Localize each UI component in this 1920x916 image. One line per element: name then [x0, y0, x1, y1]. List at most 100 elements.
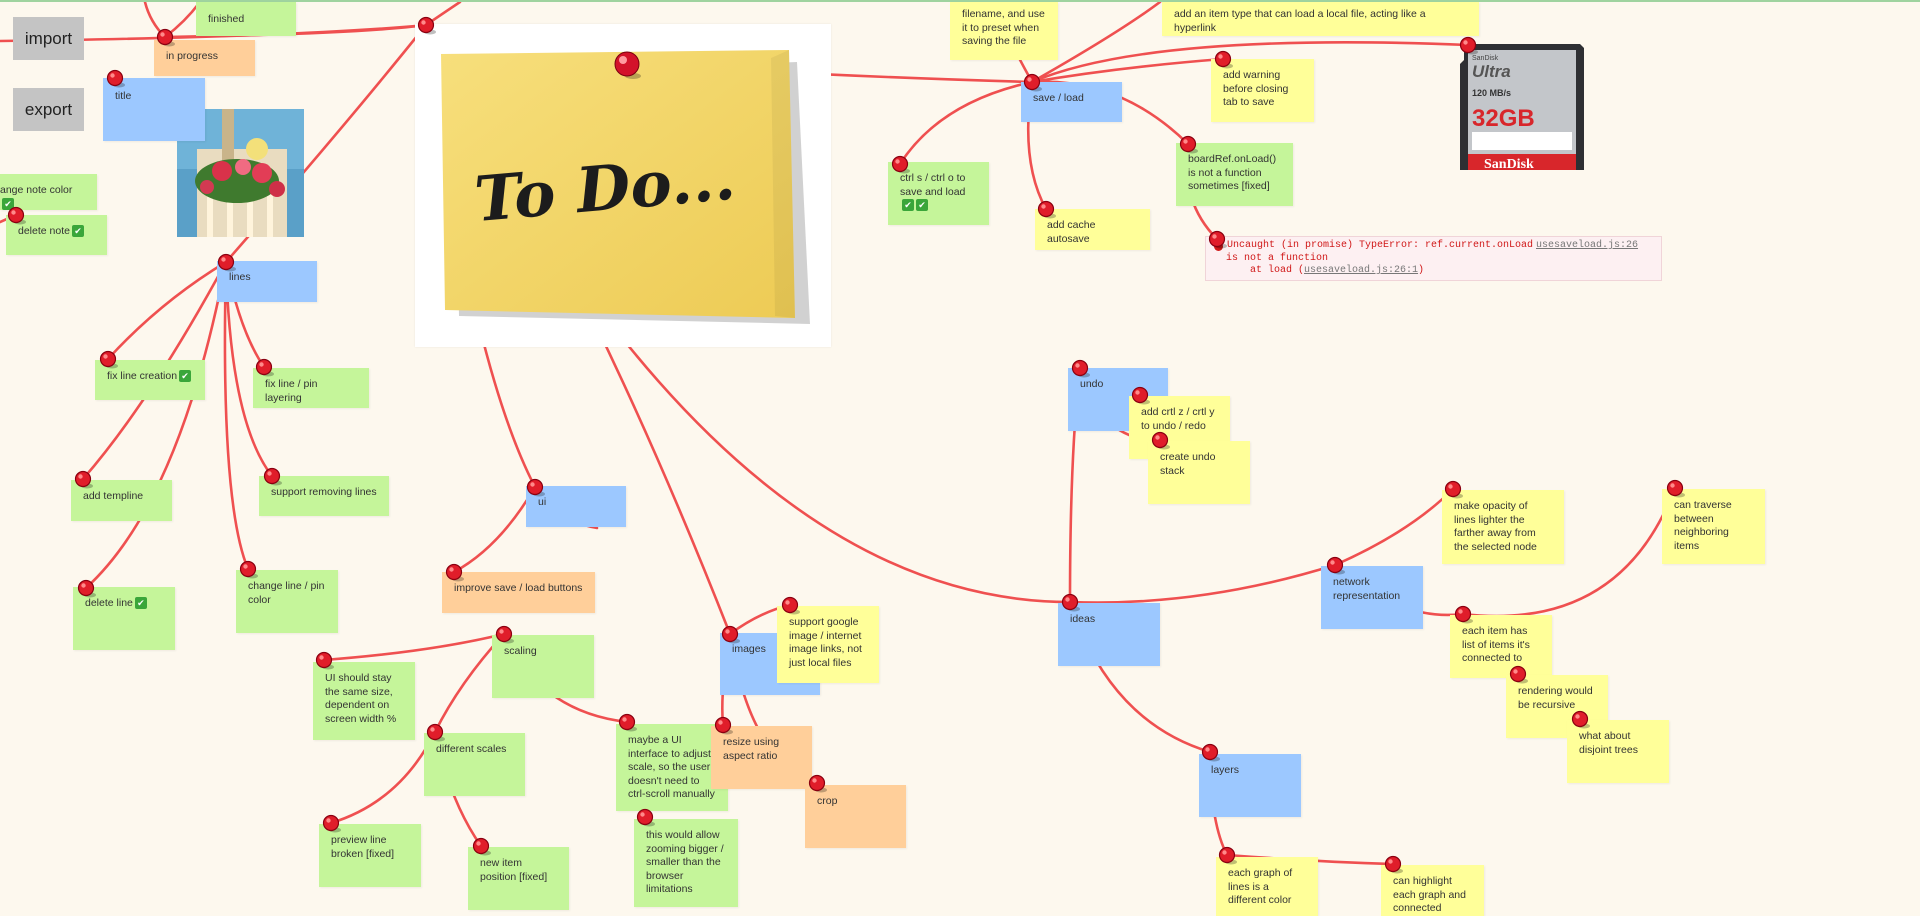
import-button[interactable]: import — [13, 17, 84, 60]
note-add-cache-autosave[interactable]: add cache autosave — [1035, 209, 1150, 250]
note-change-note-color[interactable]: ange note color — [0, 174, 97, 210]
note-text: different scales — [436, 743, 507, 755]
note-text: title — [115, 90, 132, 102]
note-rendering-recursive[interactable]: rendering would be recursive — [1506, 675, 1608, 738]
check-icon — [916, 199, 928, 212]
note-scaling[interactable]: scaling — [492, 635, 594, 698]
note-text: support google image / internet image li… — [789, 616, 862, 669]
note-text: make opacity of lines lighter the farthe… — [1454, 500, 1537, 553]
check-icon — [134, 597, 147, 610]
error-line-3: at load ( — [1214, 265, 1305, 276]
svg-text:32GB: 32GB — [1472, 105, 1535, 132]
todo-sticky-graphic: To Do... — [441, 50, 810, 324]
note-ctrl-s[interactable]: ctrl s / ctrl o to save and load — [888, 162, 989, 225]
note-improve-save-load-buttons[interactable]: improve save / load buttons — [442, 572, 595, 613]
note-text: create undo stack — [1160, 451, 1216, 477]
note-add-item-type[interactable]: add an item type that can load a local f… — [1162, 2, 1479, 36]
note-text: this would allow zooming bigger / smalle… — [646, 829, 724, 895]
todo-sticky-image[interactable]: To Do... — [415, 24, 831, 347]
note-text: rendering would be recursive — [1518, 685, 1593, 711]
note-add-warning[interactable]: add warning before closing tab to save — [1211, 59, 1314, 122]
note-text: scaling — [504, 645, 537, 657]
note-make-opacity[interactable]: make opacity of lines lighter the farthe… — [1442, 490, 1564, 564]
note-maybe-ui-interface[interactable]: maybe a UI interface to adjust scale, so… — [616, 724, 728, 811]
note-each-graph[interactable]: each graph of lines is a different color — [1216, 857, 1318, 916]
note-support-google-image[interactable]: support google image / internet image li… — [777, 606, 879, 683]
note-add-template[interactable]: add templine — [71, 480, 172, 521]
note-disjoint-trees[interactable]: what about disjoint trees — [1567, 720, 1669, 783]
note-text: preview line broken [fixed] — [331, 834, 395, 860]
note-title[interactable]: title — [103, 78, 205, 141]
note-text: add crtl z / crtl y to undo / redo — [1141, 406, 1215, 432]
note-create-undo-stack[interactable]: create undo stack — [1148, 441, 1250, 504]
note-network-representation[interactable]: network representation — [1321, 566, 1423, 629]
note-resize-aspect[interactable]: resize using aspect ratio — [711, 726, 812, 789]
note-boardref[interactable]: boardRef.onLoad() is not a function some… — [1176, 143, 1293, 206]
note-finished[interactable]: finished — [196, 2, 296, 36]
note-text: crop — [817, 795, 838, 807]
check-icon — [179, 370, 192, 383]
note-text: network representation — [1333, 576, 1401, 602]
note-fix-line-creation[interactable]: fix line creation — [95, 360, 205, 400]
note-text: new item position [fixed] — [480, 857, 548, 883]
note-layers[interactable]: layers — [1199, 754, 1301, 817]
note-preview-line-broken[interactable]: preview line broken [fixed] — [319, 824, 421, 887]
note-text: resize using aspect ratio — [723, 736, 780, 762]
note-text: boardRef.onLoad() is not a function some… — [1188, 153, 1277, 192]
note-text: add warning before closing tab to save — [1223, 69, 1289, 108]
note-text: in progress — [166, 50, 218, 62]
note-change-line-pin-color[interactable]: change line / pin color — [236, 570, 338, 633]
note-text: delete note — [18, 225, 70, 237]
error-source-link[interactable]: usesaveload.js:26 — [1536, 240, 1639, 251]
note-text: ui — [538, 496, 547, 508]
note-ui-should-stay[interactable]: UI should stay the same size, dependent … — [313, 662, 415, 740]
note-in-progress[interactable]: in progress — [154, 40, 255, 76]
check-icon — [2, 197, 14, 210]
svg-text:SanDisk: SanDisk — [1472, 55, 1499, 62]
error-icon: × — [1214, 242, 1223, 251]
note-text: filename, and use it to preset when savi… — [962, 8, 1045, 47]
svg-text:Ultra: Ultra — [1472, 62, 1511, 81]
sd-card-graphic: SanDisk Ultra 120 MB/s 32GB SanDisk — [1460, 44, 1584, 172]
note-delete-line[interactable]: delete line — [73, 587, 175, 650]
note-zooming-bigger[interactable]: this would allow zooming bigger / smalle… — [634, 819, 738, 907]
note-text: delete line — [85, 597, 133, 609]
note-ui[interactable]: ui — [526, 486, 626, 527]
note-text: maybe a UI interface to adjust scale, so… — [628, 734, 715, 800]
note-text: layers — [1211, 764, 1240, 776]
note-lines[interactable]: lines — [217, 261, 317, 302]
error-line-1: Uncaught (in promise) TypeError: ref.cur… — [1227, 240, 1534, 251]
note-text: each item has list of items it's connect… — [1462, 625, 1530, 664]
export-button[interactable]: export — [13, 88, 84, 131]
note-text: finished — [208, 13, 245, 25]
note-text: fix line creation — [107, 370, 178, 382]
note-text: UI should stay the same size, dependent … — [325, 672, 397, 725]
note-filename-preset[interactable]: filename, and use it to preset when savi… — [950, 2, 1058, 60]
note-can-traverse[interactable]: can traverse between neighboring items — [1662, 489, 1765, 564]
note-text: add an item type that can load a local f… — [1174, 8, 1426, 34]
note-text: undo — [1080, 378, 1104, 390]
error-line-2: is not a function — [1214, 252, 1329, 264]
note-ideas[interactable]: ideas — [1058, 603, 1160, 666]
note-each-item-list[interactable]: each item has list of items it's connect… — [1450, 615, 1552, 678]
note-save-load[interactable]: save / load — [1021, 82, 1122, 122]
note-delete-note[interactable]: delete note — [6, 215, 107, 255]
note-can-highlight[interactable]: can highlight each graph and connected — [1381, 865, 1484, 916]
note-text: ideas — [1070, 613, 1096, 625]
svg-text:SanDisk: SanDisk — [1484, 157, 1534, 170]
note-support-removing-lines[interactable]: support removing lines — [259, 476, 389, 516]
note-text: ctrl s / ctrl o to save and load — [900, 172, 966, 198]
note-different-scales[interactable]: different scales — [424, 733, 525, 796]
note-text: each graph of lines is a different color — [1228, 867, 1293, 906]
check-icon — [71, 225, 84, 238]
note-fix-line-pin-layering[interactable]: fix line / pin layering — [253, 368, 369, 408]
error-stack-link[interactable]: usesaveload.js:26:1 — [1304, 265, 1419, 276]
note-crop[interactable]: crop — [805, 785, 906, 848]
note-text: add templine — [83, 490, 144, 502]
svg-text:120 MB/s: 120 MB/s — [1472, 88, 1511, 98]
sd-card-image[interactable]: SanDisk Ultra 120 MB/s 32GB SanDisk — [1458, 42, 1586, 172]
note-new-item-position[interactable]: new item position [fixed] — [468, 847, 569, 910]
note-text: save / load — [1033, 92, 1084, 104]
note-text: fix line / pin layering — [265, 378, 318, 404]
